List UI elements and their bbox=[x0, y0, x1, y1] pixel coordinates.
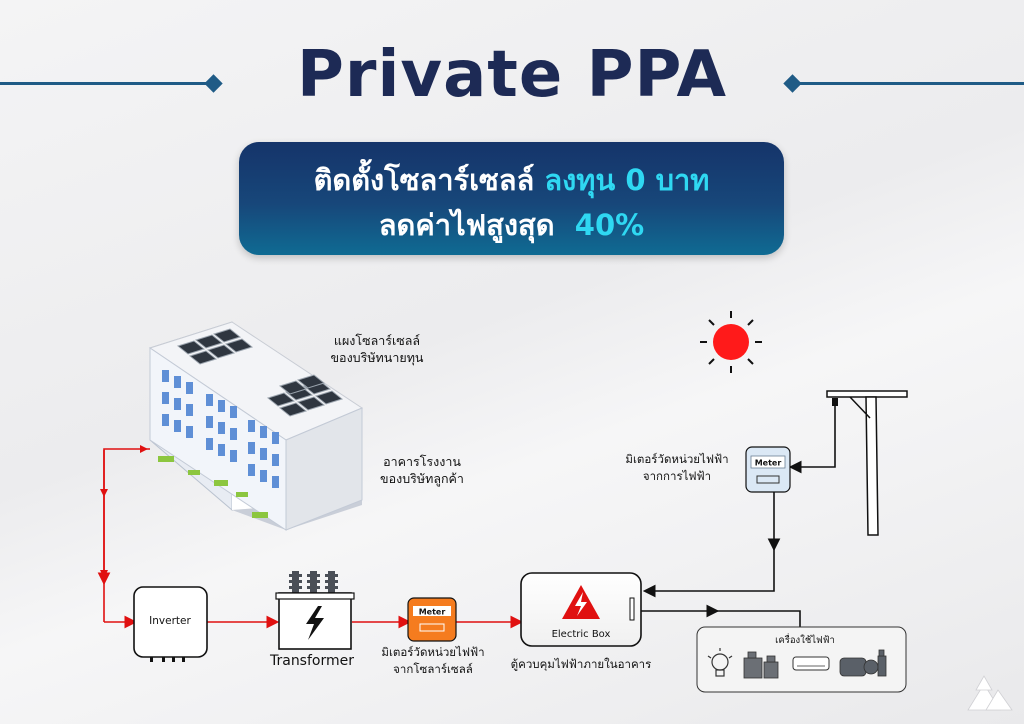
banner-line-2-accent: 40% bbox=[574, 208, 645, 242]
factory-label-line-1: อาคารโรงงาน bbox=[383, 454, 461, 469]
headline-banner: ติดตั้งโซลาร์เซลล์ ลงทุน 0 บาท ลดค่าไฟสู… bbox=[239, 142, 784, 255]
grid-meter-device: Meter bbox=[745, 446, 791, 493]
electric-box-label: Electric Box bbox=[552, 629, 611, 640]
solar-panels-label: แผงโซลาร์เซลล์ ของบริษัทนายทุน bbox=[312, 332, 442, 366]
banner-line-2: ลดค่าไฟสูงสุด 40% bbox=[239, 202, 784, 248]
lightbulb-icon bbox=[707, 648, 733, 677]
lightning-icon bbox=[306, 606, 324, 640]
grid-meter-label: Meter bbox=[755, 459, 782, 468]
inverter-label: Inverter bbox=[149, 615, 191, 627]
solar-meter-label: Meter bbox=[419, 608, 446, 617]
solar-panels-label-line-2: ของบริษัทนายทุน bbox=[330, 350, 424, 365]
grid-meter-caption: มิเตอร์วัดหน่วยไฟฟ้า จากการไฟฟ้า bbox=[613, 451, 741, 485]
transformer-device: Transformer bbox=[269, 571, 355, 669]
flow-line-pole-to-meter bbox=[788, 406, 836, 474]
inverter-device: Inverter bbox=[133, 586, 208, 662]
banner-line-2-text: ลดค่าไฟสูงสุด bbox=[378, 208, 555, 242]
solar-panels-label-line-1: แผงโซลาร์เซลล์ bbox=[333, 333, 421, 348]
page-title: Private PPA bbox=[296, 38, 728, 112]
solar-meter-caption: มิเตอร์วัดหน่วยไฟฟ้า จากโซลาร์เซลล์ bbox=[368, 644, 498, 678]
solar-panels-icon bbox=[176, 328, 344, 417]
machinery-icon bbox=[743, 651, 779, 679]
flow-line-to-appliance-panel bbox=[716, 610, 801, 627]
transformer-label: Transformer bbox=[269, 653, 354, 669]
banner-line-1-text: ติดตั้งโซลาร์เซลล์ bbox=[313, 163, 535, 197]
electric-box-device: Electric Box bbox=[520, 572, 642, 647]
air-conditioner-icon bbox=[792, 656, 830, 671]
sun-icon bbox=[700, 311, 762, 373]
grid-meter-caption-line-1: มิเตอร์วัดหน่วยไฟฟ้า bbox=[625, 452, 729, 466]
solar-meter-caption-line-2: จากโซลาร์เซลล์ bbox=[393, 662, 473, 676]
flow-line-to-electric-box bbox=[642, 548, 775, 598]
utility-pole-icon bbox=[826, 390, 908, 536]
corner-logo-icon bbox=[967, 675, 1013, 711]
banner-line-1: ติดตั้งโซลาร์เซลล์ ลงทุน 0 บาท bbox=[239, 157, 784, 203]
factory-label: อาคารโรงงาน ของบริษัทลูกค้า bbox=[362, 453, 482, 487]
solar-meter-caption-line-1: มิเตอร์วัดหน่วยไฟฟ้า bbox=[381, 645, 485, 659]
grid-meter-caption-line-2: จากการไฟฟ้า bbox=[642, 469, 712, 483]
appliances-caption: เครื่องใช้ไฟฟ้า bbox=[775, 635, 835, 646]
title-rule-right bbox=[796, 82, 1024, 85]
motor-pump-icon bbox=[839, 649, 887, 677]
flow-line-building-to-inverter bbox=[97, 448, 150, 586]
banner-line-1-accent: ลงทุน 0 บาท bbox=[544, 163, 710, 197]
solar-meter-device: Meter bbox=[407, 597, 457, 642]
control-box-caption: ตู้ควบคุมไฟฟ้าภายในอาคาร bbox=[510, 657, 652, 671]
title-rule-left bbox=[0, 82, 212, 85]
factory-label-line-2: ของบริษัทลูกค้า bbox=[380, 471, 464, 486]
appliances-panel bbox=[696, 626, 907, 693]
